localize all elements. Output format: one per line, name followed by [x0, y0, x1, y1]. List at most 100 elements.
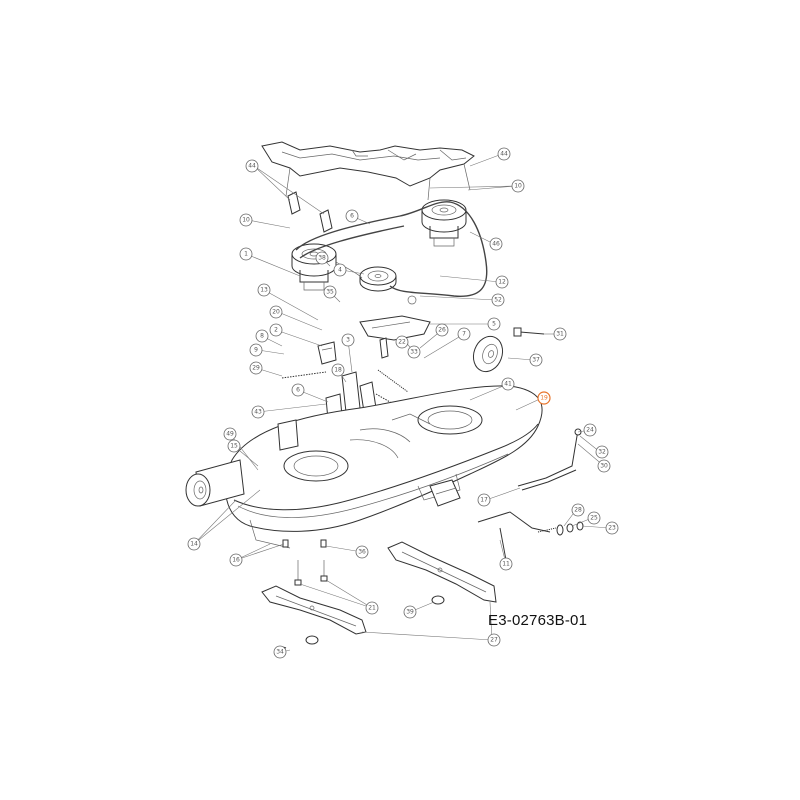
callout-14: 14 — [187, 537, 201, 551]
svg-text:4: 4 — [338, 267, 342, 274]
svg-text:34: 34 — [276, 649, 284, 656]
svg-text:3: 3 — [346, 337, 350, 344]
left-mount-bracket — [317, 341, 337, 365]
callout-44-a: 44 — [245, 159, 259, 173]
callout-46: 46 — [489, 237, 503, 251]
chassis-brackets — [287, 191, 333, 233]
callout-52: 52 — [491, 293, 505, 307]
callout-31: 31 — [553, 327, 567, 341]
callout-10-a: 10 — [511, 179, 525, 193]
callout-24: 24 — [583, 423, 597, 437]
callout-9: 9 — [249, 343, 263, 357]
svg-text:6: 6 — [296, 387, 300, 394]
svg-text:6: 6 — [350, 213, 354, 220]
callout-highlighted[interactable]: 19 — [537, 391, 551, 405]
tension-springs — [281, 369, 409, 411]
svg-text:26: 26 — [438, 327, 446, 334]
callout-39: 39 — [403, 605, 417, 619]
callout-49: 49 — [223, 427, 237, 441]
callout-4: 4 — [333, 263, 347, 277]
idler-arm-bracket — [359, 295, 431, 359]
callout-34: 34 — [273, 645, 287, 659]
callout-27: 27 — [487, 633, 501, 647]
svg-text:5: 5 — [492, 321, 496, 328]
svg-text:1: 1 — [244, 251, 248, 258]
diagram-reference-code: E3-02763B-01 — [488, 612, 588, 629]
callout-25: 25 — [587, 511, 601, 525]
chassis-frame-fragment — [261, 141, 475, 201]
callout-41: 41 — [501, 377, 515, 391]
svg-text:13: 13 — [260, 287, 268, 294]
svg-text:22: 22 — [398, 339, 406, 346]
svg-text:25: 25 — [590, 515, 598, 522]
svg-text:10: 10 — [242, 217, 250, 224]
idler-pulley — [359, 266, 397, 292]
svg-text:38: 38 — [318, 255, 326, 262]
svg-text:14: 14 — [190, 541, 198, 548]
svg-text:17: 17 — [480, 497, 488, 504]
callout-6-b: 6 — [291, 383, 305, 397]
svg-text:30: 30 — [600, 463, 608, 470]
blade-left — [261, 585, 367, 635]
gauge-wheel-right — [472, 335, 504, 373]
svg-text:35: 35 — [326, 289, 334, 296]
svg-text:23: 23 — [608, 525, 616, 532]
svg-text:49: 49 — [226, 431, 234, 438]
callout-23: 23 — [605, 521, 619, 535]
svg-text:44: 44 — [248, 163, 256, 170]
svg-text:20: 20 — [272, 309, 280, 316]
callout-16: 16 — [229, 553, 243, 567]
callout-20: 20 — [269, 305, 283, 319]
svg-text:39: 39 — [406, 609, 414, 616]
svg-text:11: 11 — [502, 561, 510, 568]
callout-13: 13 — [257, 283, 271, 297]
svg-text:46: 46 — [492, 241, 500, 248]
gauge-wheel-left — [185, 459, 245, 507]
svg-text:52: 52 — [494, 297, 502, 304]
callout-29: 29 — [249, 361, 263, 375]
svg-text:15: 15 — [230, 443, 238, 450]
callout-28: 28 — [571, 503, 585, 517]
svg-text:36: 36 — [358, 549, 366, 556]
svg-text:32: 32 — [598, 449, 606, 456]
svg-text:44: 44 — [500, 151, 508, 158]
callout-38: 38 — [315, 251, 329, 265]
callout-12: 12 — [495, 275, 509, 289]
callout-36: 36 — [355, 545, 369, 559]
svg-text:9: 9 — [254, 347, 258, 354]
drive-belt — [295, 201, 488, 297]
svg-text:12: 12 — [498, 279, 506, 286]
svg-text:41: 41 — [504, 381, 512, 388]
callout-18: 18 — [331, 363, 345, 377]
callout-30: 30 — [597, 459, 611, 473]
svg-text:43: 43 — [254, 409, 262, 416]
callout-15: 15 — [227, 439, 241, 453]
svg-text:2: 2 — [274, 327, 278, 334]
callout-7: 7 — [457, 327, 471, 341]
svg-text:10: 10 — [514, 183, 522, 190]
callout-32: 32 — [595, 445, 609, 459]
svg-text:21: 21 — [368, 605, 376, 612]
svg-text:28: 28 — [574, 507, 582, 514]
callout-21: 21 — [365, 601, 379, 615]
callout-8: 8 — [255, 329, 269, 343]
callout-43: 43 — [251, 405, 265, 419]
svg-text:31: 31 — [556, 331, 564, 338]
blade-right — [387, 541, 497, 603]
callout-6-a: 6 — [345, 209, 359, 223]
callout-35: 35 — [323, 285, 337, 299]
callout-5: 5 — [487, 317, 501, 331]
callout-22: 22 — [395, 335, 409, 349]
blade-hardware — [277, 539, 445, 653]
callout-11: 11 — [499, 557, 513, 571]
callout-17: 17 — [477, 493, 491, 507]
mower-deck — [225, 385, 543, 549]
svg-text:27: 27 — [490, 637, 498, 644]
callout-3: 3 — [341, 333, 355, 347]
pivot-bolt — [513, 327, 545, 337]
svg-text:33: 33 — [410, 349, 418, 356]
callout-1: 1 — [239, 247, 253, 261]
callout-10-b: 10 — [239, 213, 253, 227]
adjuster-rod — [477, 511, 584, 561]
